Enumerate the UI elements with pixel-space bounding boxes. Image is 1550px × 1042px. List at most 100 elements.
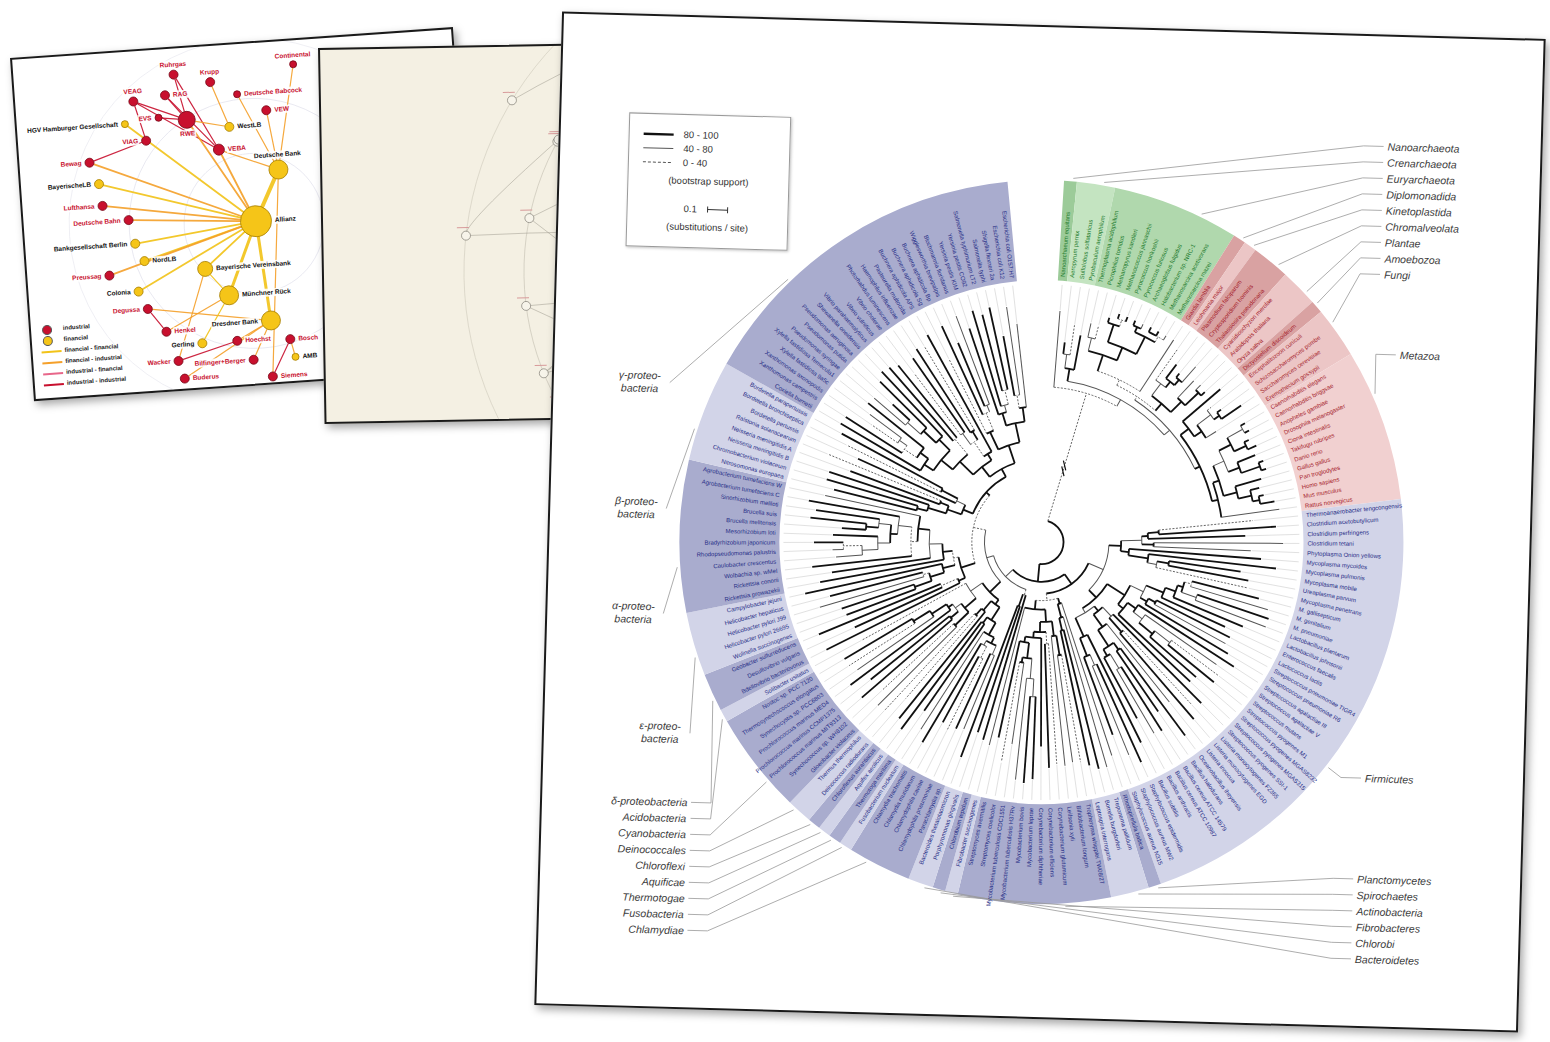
- node-circle: [133, 286, 144, 297]
- tree-branch: [1154, 547, 1251, 551]
- leaf-guide: [985, 290, 990, 306]
- tree-branch: [1075, 606, 1094, 619]
- tree-branch: [1004, 390, 1008, 404]
- species-label: Clostridium tetani: [1307, 539, 1353, 547]
- ownership-link: [258, 237, 269, 311]
- tree-branch: [955, 439, 969, 454]
- tree-branch: [1057, 654, 1061, 657]
- tree-branch: [987, 617, 996, 622]
- legend-dot: [42, 325, 53, 336]
- tree-branch: [1090, 666, 1131, 755]
- tree-branch: [827, 454, 942, 500]
- tree-branch: [1155, 403, 1161, 410]
- leaf-guide: [1249, 581, 1295, 589]
- financial-node: Bankgesellschaft Berlin: [130, 238, 141, 249]
- financial-node: AMB: [291, 353, 300, 362]
- tree-branch: [898, 438, 902, 443]
- tree-branch: [1002, 336, 1016, 396]
- tree-branch: [1094, 607, 1103, 615]
- tree-branch: [1052, 621, 1055, 636]
- tree-branch: [1019, 407, 1026, 408]
- leaf-guide: [995, 763, 1001, 796]
- node-circle: [239, 205, 272, 238]
- tree-branch: [990, 581, 1001, 592]
- financial-node: Deutsche Bank: [268, 159, 289, 180]
- tree-branch: [843, 542, 844, 549]
- leaf-guide: [1250, 427, 1273, 440]
- tree-branch: [866, 527, 878, 528]
- tree-branch: [1245, 430, 1249, 433]
- tree-branch: [1128, 555, 1148, 558]
- tree-branch: [1002, 413, 1006, 425]
- tree-branch: [1040, 621, 1052, 622]
- tree-branch: [1250, 488, 1259, 491]
- tree-branch: [1234, 445, 1246, 451]
- tree-branch: [1155, 568, 1248, 588]
- leaf-guide: [803, 634, 818, 641]
- tree-branch: [862, 549, 878, 551]
- legend-line-sample: [42, 351, 62, 352]
- industrial-node: VEW: [261, 105, 272, 116]
- leaf-guide: [796, 461, 828, 471]
- tree-branch: [1237, 455, 1255, 463]
- tree-branch: [1045, 609, 1046, 621]
- tree-branch: [1090, 655, 1095, 665]
- industrial-node: Hoechst: [232, 335, 243, 346]
- leaf-guide: [824, 403, 846, 416]
- network-dot: [522, 301, 531, 310]
- tree-branch: [1149, 327, 1151, 332]
- leaf-guide: [986, 738, 998, 794]
- tree-branch: [1004, 307, 1022, 395]
- node-circle: [143, 304, 153, 314]
- leaf-guide: [1141, 743, 1157, 773]
- tree-branch: [842, 528, 866, 530]
- node-circle: [129, 97, 139, 107]
- clade-name: Diplomonadida: [1386, 188, 1456, 203]
- leaf-guide: [1169, 703, 1204, 744]
- leaf-guide: [1162, 732, 1181, 760]
- leader-line: [1073, 138, 1383, 187]
- tree-branch: [940, 501, 941, 505]
- leaf-guide: [908, 321, 924, 345]
- company-name: Bosch: [297, 333, 319, 343]
- leaf-guide: [879, 719, 898, 744]
- company-name: Henkel: [173, 326, 197, 336]
- tree-branch: [924, 465, 934, 471]
- leaf-guide: [1023, 784, 1024, 799]
- tree-branch: [890, 533, 897, 535]
- tree-branch: [927, 505, 929, 511]
- tree-branch: [849, 622, 915, 668]
- tree-branch: [1171, 401, 1182, 412]
- node-circle: [268, 159, 288, 179]
- tree-branch: [1201, 392, 1205, 396]
- tree-branch: [1006, 569, 1013, 576]
- tree-branch: [922, 346, 977, 430]
- tree-branch: [955, 603, 961, 608]
- leaf-guide: [902, 730, 921, 760]
- tree-branch: [1130, 585, 1143, 591]
- tree-branch: [1025, 608, 1046, 610]
- tree-branch: [1153, 543, 1155, 547]
- leaf-guide: [934, 729, 956, 777]
- tree-branch: [1108, 323, 1120, 327]
- leaf-guide: [933, 308, 942, 326]
- tree-branch: [1088, 338, 1091, 351]
- tree-branch: [1088, 323, 1091, 337]
- node-circle: [139, 256, 150, 267]
- clade-name: Chromalveolata: [1385, 220, 1459, 235]
- tree-branch: [1128, 549, 1130, 556]
- tree-branch: [1053, 387, 1117, 406]
- ownership-link: [128, 119, 243, 219]
- tree-branch: [879, 523, 891, 524]
- legend-text: financial - financial: [64, 341, 119, 355]
- ownership-link: [212, 86, 227, 123]
- node-circle: [140, 256, 150, 266]
- leaf-guide: [785, 566, 811, 570]
- company-name: Deutsche Babcock: [243, 86, 304, 98]
- node-circle: [268, 159, 289, 180]
- tree-branch: [1137, 605, 1236, 667]
- leaf-guide: [1048, 769, 1051, 800]
- tree-branch: [898, 517, 900, 535]
- tree-branch: [1085, 635, 1144, 743]
- tree-branch: [915, 580, 932, 587]
